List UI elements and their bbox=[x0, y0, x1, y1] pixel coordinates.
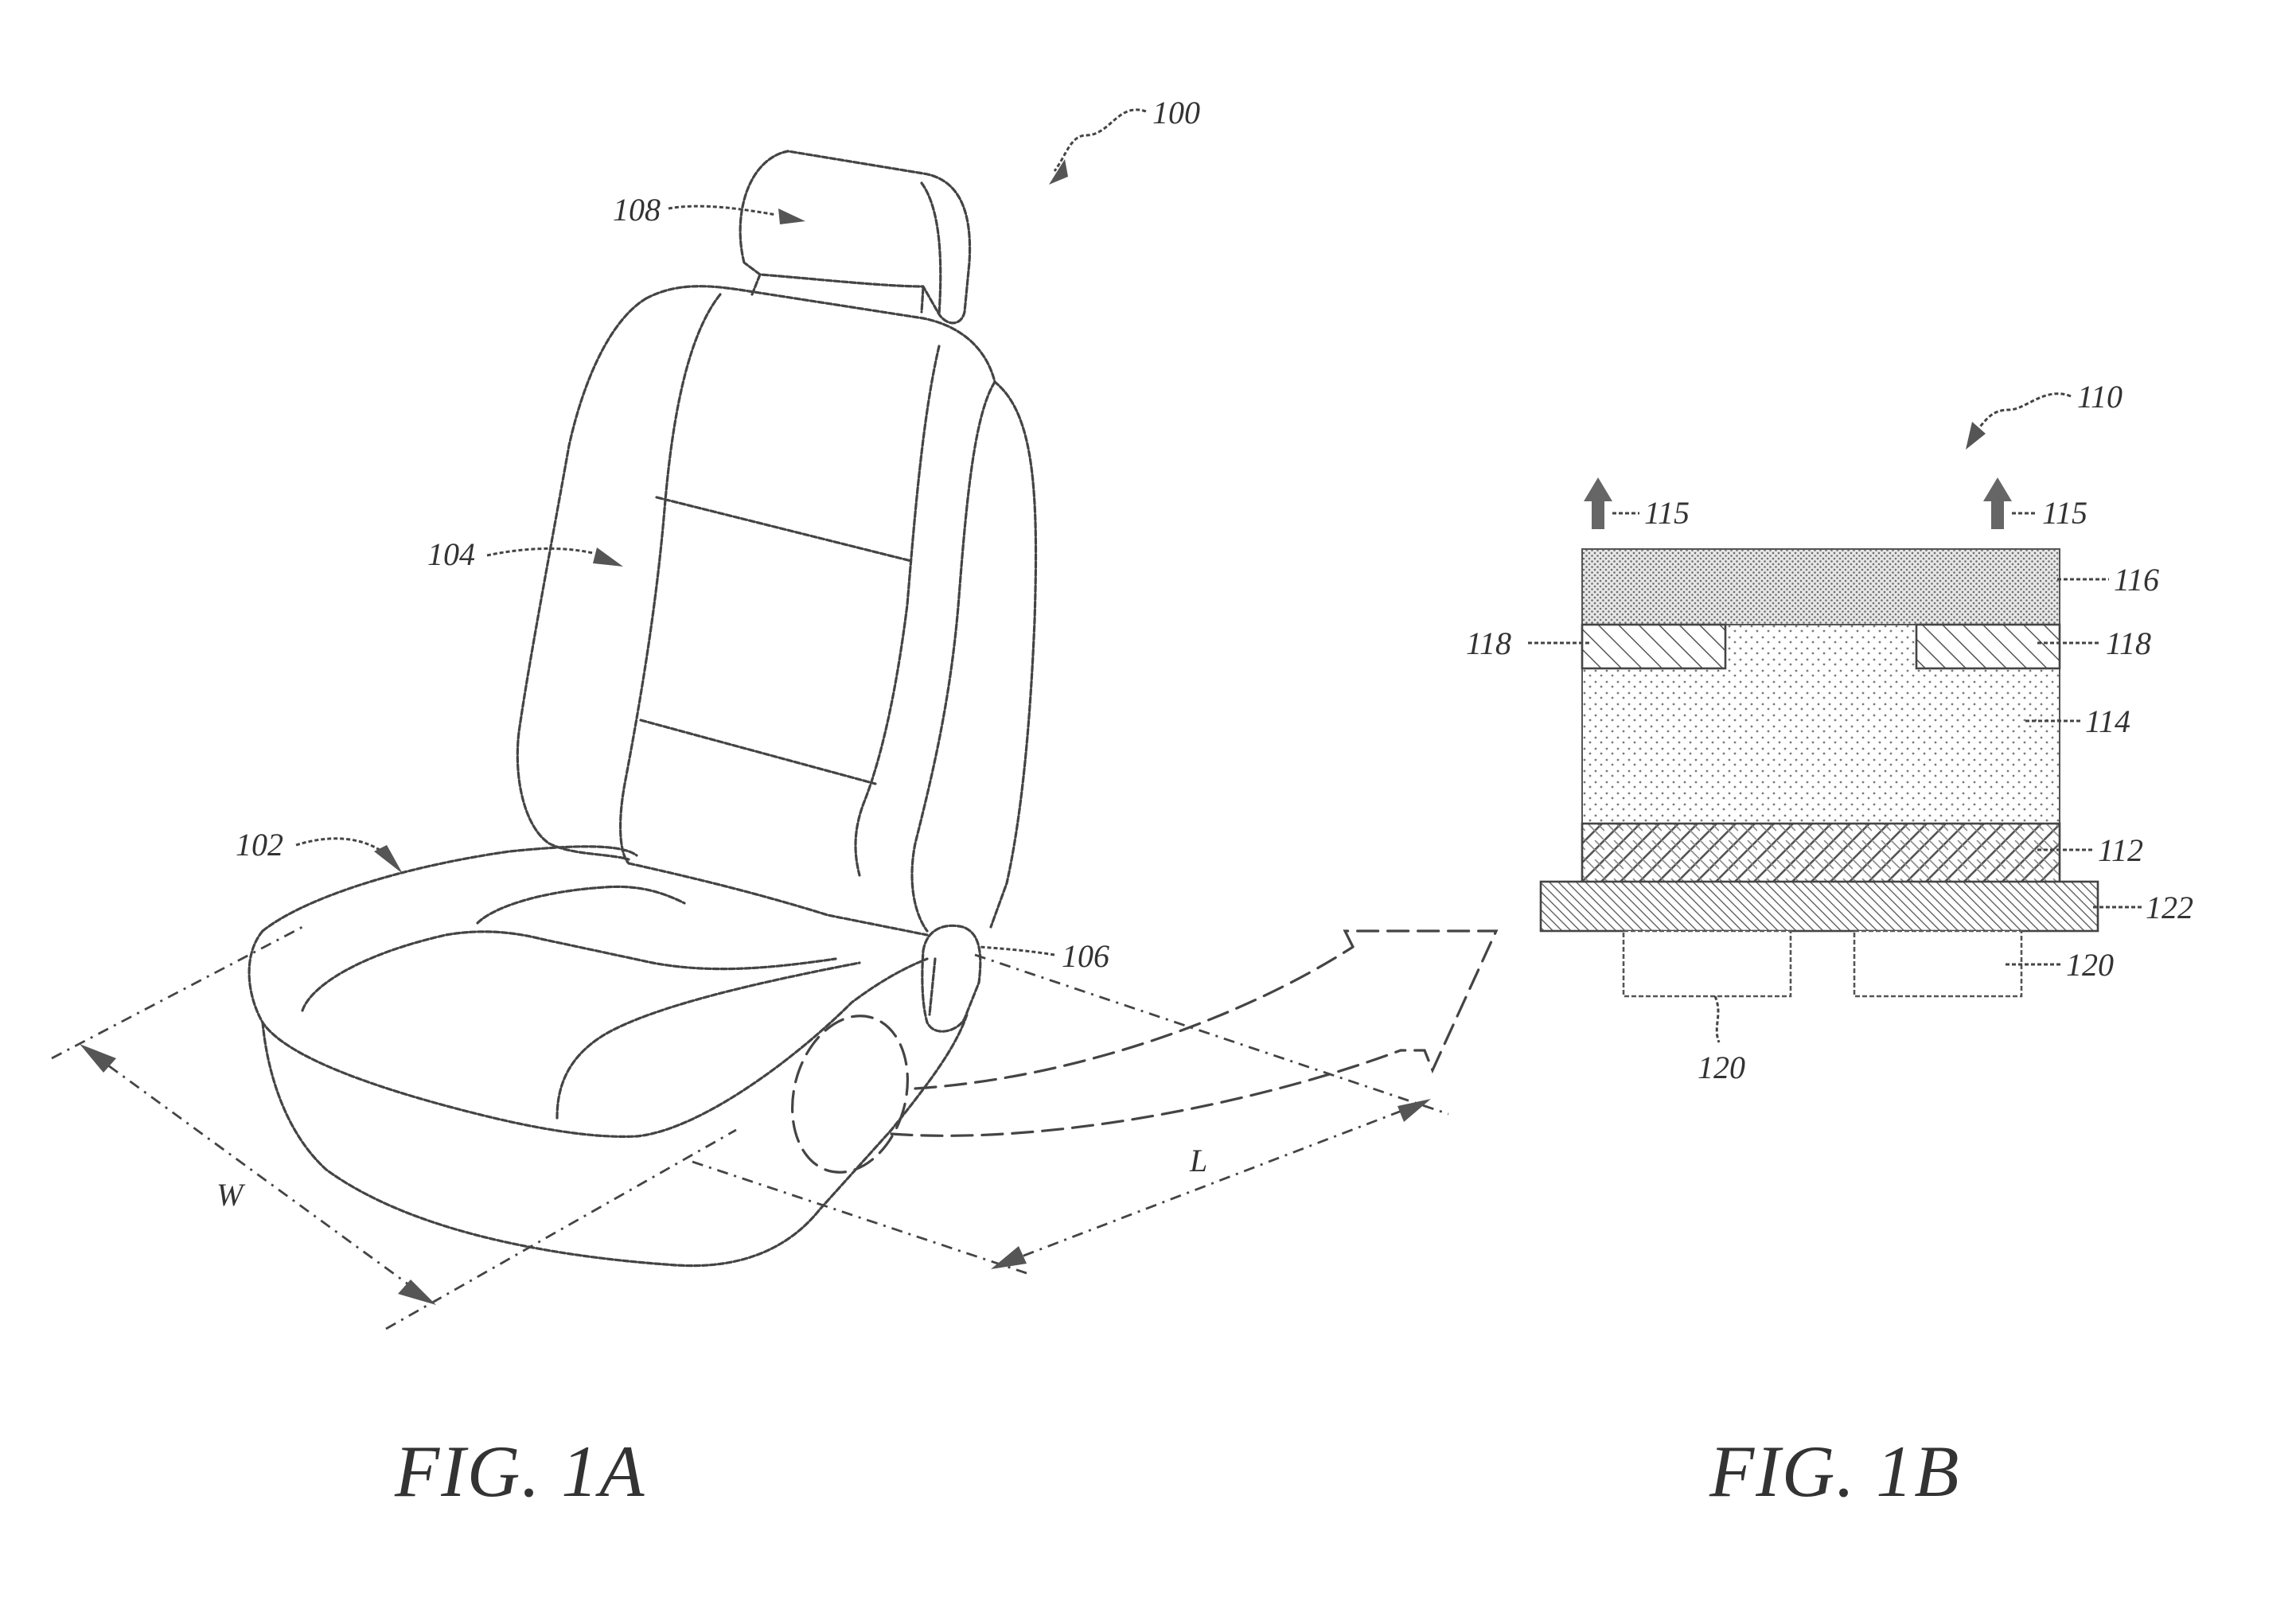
seat-back-outer-top bbox=[645, 285, 1038, 929]
seat-back-side-panel bbox=[910, 380, 996, 933]
recliner-lever-detail bbox=[928, 957, 937, 1016]
label-106: 106 bbox=[1062, 938, 1109, 974]
cushion-top-front bbox=[248, 929, 929, 1138]
headrest-side bbox=[920, 181, 942, 316]
headrest-outline bbox=[739, 150, 972, 325]
label-115-right: 115 bbox=[2042, 495, 2087, 531]
label-120-left: 120 bbox=[1698, 1050, 1745, 1085]
dim-l-line bbox=[998, 1100, 1425, 1267]
leader-104 bbox=[486, 547, 594, 557]
rotation-path-outer bbox=[914, 945, 1355, 1090]
electrode-118-left bbox=[1581, 623, 1727, 670]
fig-1a-seat-drawing: 100 108 104 106 102 bbox=[51, 95, 1499, 1512]
leader-106 bbox=[978, 945, 1055, 956]
arrow-110 bbox=[1966, 422, 1986, 450]
rotation-path-inner bbox=[890, 1049, 1402, 1137]
heat-arrow-right bbox=[1983, 477, 2012, 529]
seat-back-inner-left bbox=[618, 293, 722, 865]
cushion-side bbox=[261, 1013, 969, 1268]
leader-102 bbox=[295, 837, 383, 853]
dim-w-arrow-end bbox=[398, 1280, 436, 1305]
rotation-arrowhead bbox=[1343, 929, 1499, 1074]
label-110: 110 bbox=[2077, 379, 2123, 415]
electrode-118-right bbox=[1915, 623, 2061, 670]
heat-arrow-left bbox=[1584, 477, 1612, 529]
label-l: L bbox=[1189, 1143, 1207, 1178]
label-100: 100 bbox=[1152, 95, 1200, 130]
fig-1b-stack-drawing: 110 115 115 116 114 118 118 112 122 bbox=[1466, 379, 2193, 1512]
label-118-left: 118 bbox=[1466, 625, 1511, 661]
support-120-right bbox=[1853, 929, 2023, 998]
arrow-108 bbox=[778, 208, 805, 224]
caption-fig-1a: FIG. 1A bbox=[394, 1431, 645, 1512]
arrow-104 bbox=[593, 547, 623, 567]
dim-w-ext-back bbox=[51, 925, 303, 1060]
caption-fig-1b: FIG. 1B bbox=[1709, 1431, 1960, 1512]
leader-108 bbox=[668, 204, 777, 216]
label-122: 122 bbox=[2146, 890, 2193, 925]
label-115-left: 115 bbox=[1644, 495, 1690, 531]
label-114: 114 bbox=[2085, 703, 2130, 739]
label-116: 116 bbox=[2114, 562, 2159, 598]
substrate-122 bbox=[1539, 880, 2099, 933]
dim-l-ext-back bbox=[974, 953, 1449, 1116]
seat-back-outer-left bbox=[516, 297, 648, 861]
pivot-circle bbox=[791, 1015, 909, 1174]
label-w: W bbox=[216, 1177, 246, 1213]
leader-120-left bbox=[1713, 995, 1721, 1043]
label-112: 112 bbox=[2098, 832, 2143, 868]
dim-w-ext-front bbox=[385, 1128, 737, 1330]
cushion-top-rear bbox=[261, 845, 638, 933]
dim-w-arrow-start bbox=[80, 1044, 116, 1073]
headrest-post-right bbox=[920, 286, 925, 314]
support-120-left bbox=[1622, 929, 1792, 998]
cushion-pad-divider bbox=[555, 961, 861, 1120]
arrow-102 bbox=[374, 845, 403, 874]
leader-110 bbox=[1972, 392, 2072, 435]
dim-l-arrow-end bbox=[1397, 1099, 1431, 1122]
dim-l-ext-front bbox=[692, 1160, 1027, 1275]
leader-100 bbox=[1053, 108, 1147, 172]
dim-w-line bbox=[87, 1049, 427, 1299]
seat-back-seam-upper bbox=[655, 496, 913, 563]
cushion-pad-outline bbox=[301, 930, 837, 1012]
label-120-right: 120 bbox=[2066, 947, 2114, 983]
cushion-rear-pad bbox=[476, 885, 686, 925]
seat-back-inner-right bbox=[854, 345, 941, 877]
label-118-right: 118 bbox=[2106, 625, 2151, 661]
label-102: 102 bbox=[236, 827, 283, 863]
recliner-lever bbox=[921, 924, 982, 1033]
seat-back-seam-lower bbox=[639, 719, 877, 785]
dim-l-arrow-start bbox=[991, 1246, 1027, 1269]
seat-back-bottom bbox=[627, 862, 929, 937]
label-104: 104 bbox=[427, 536, 475, 572]
label-108: 108 bbox=[613, 192, 661, 228]
layer-116 bbox=[1581, 548, 2060, 625]
arrow-100 bbox=[1049, 159, 1068, 185]
